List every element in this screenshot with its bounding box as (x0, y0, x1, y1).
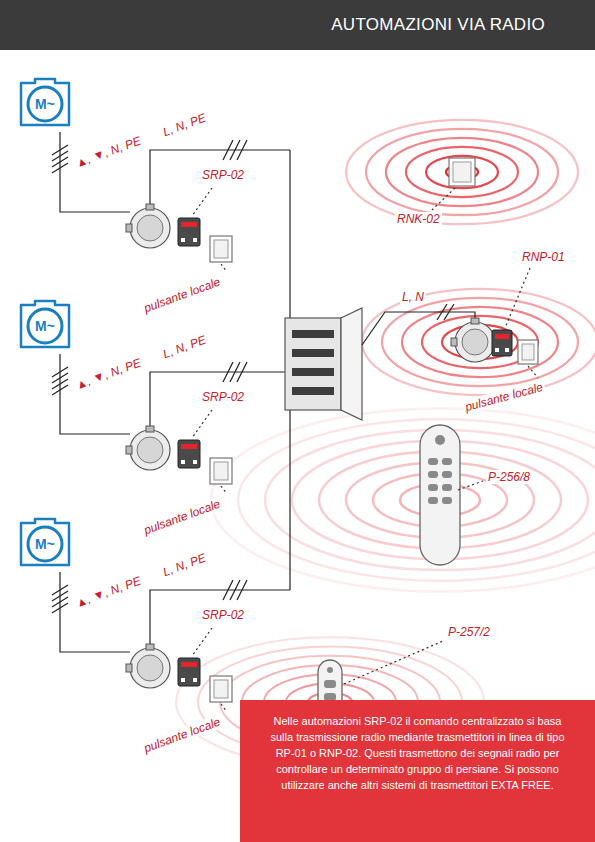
radio-waves (362, 289, 595, 395)
junction-box (126, 644, 170, 688)
motor-label: M~ (35, 536, 55, 552)
radio-ring (402, 307, 558, 377)
conductor-tick (444, 304, 454, 320)
header-band: AUTOMAZIONI VIA RADIO (0, 0, 595, 50)
conductor-tick (52, 379, 68, 389)
conductor-tick (52, 151, 68, 161)
push-button (210, 676, 232, 702)
radio-ring (442, 325, 518, 359)
part-label: SRP-02 (200, 608, 246, 622)
part-label: SRP-02 (200, 168, 246, 182)
radio-ring (406, 147, 518, 197)
push-button (210, 236, 232, 262)
leader-line (221, 704, 227, 712)
leader-line (344, 641, 443, 684)
leader-line (458, 481, 483, 490)
motor-label: M~ (35, 318, 55, 334)
leader-line (432, 188, 455, 210)
radio-module (178, 440, 200, 468)
radio-module (178, 658, 200, 686)
distribution-board (285, 308, 362, 420)
radio-ring (426, 156, 498, 188)
conductor-tick (52, 603, 68, 613)
radio-ring (422, 316, 538, 368)
leader-line (528, 366, 538, 378)
leader-line (192, 628, 212, 656)
part-label: pulsante locale (140, 274, 224, 316)
part-label: ▲, ▼, N, PE (72, 573, 145, 611)
conductor-tick (52, 367, 68, 377)
part-label: RNP-01 (520, 250, 567, 264)
motor-symbol: M~ (15, 515, 75, 571)
conductor-tick (52, 157, 68, 167)
part-label: L, N, PE (159, 110, 210, 140)
part-label: SRP-02 (200, 390, 246, 404)
conductor-tick (52, 585, 68, 595)
part-label: L, N, PE (159, 332, 210, 362)
conductor-tick (52, 591, 68, 601)
radio-ring (238, 419, 595, 581)
part-label: L, N (400, 290, 426, 304)
leader-line (192, 188, 212, 216)
wall-transmitter (432, 158, 475, 210)
motor-symbol: M~ (15, 75, 75, 131)
radio-ring (386, 138, 538, 206)
supply-wire (150, 372, 290, 430)
remote-control (420, 425, 483, 565)
radio-ring (366, 129, 558, 215)
conductor-tick (52, 145, 68, 155)
motor-group (52, 354, 290, 494)
note-text: Nelle automazioni SRP-02 il comando cent… (268, 714, 567, 794)
part-label: L, N, PE (159, 550, 210, 580)
leader-line (221, 486, 227, 494)
part-label: ▲, ▼, N, PE (72, 355, 145, 393)
transmitter-group (362, 268, 538, 378)
part-label: ▲, ▼, N, PE (72, 133, 145, 171)
leader-line (505, 268, 530, 328)
push-button (210, 458, 232, 484)
conductor-tick (52, 385, 68, 395)
motor-group (52, 572, 290, 712)
leader-line (192, 410, 212, 438)
conductor-tick (237, 362, 247, 382)
radio-ring (346, 120, 578, 224)
radio-ring (211, 408, 595, 591)
note-box: Nelle automazioni SRP-02 il comando cent… (240, 700, 595, 842)
radio-waves (211, 408, 595, 591)
conductor-tick (237, 580, 247, 600)
supply-wire (150, 150, 290, 208)
motor-symbol: M~ (15, 297, 75, 353)
conductor-tick (237, 140, 247, 160)
conductor-tick (52, 373, 68, 383)
radio-module (492, 330, 512, 356)
page-title: AUTOMAZIONI VIA RADIO (331, 15, 545, 35)
radio-waves (346, 120, 578, 224)
part-label: P-257/2 (446, 625, 492, 639)
radio-ring (362, 289, 595, 395)
conductor-tick (52, 597, 68, 607)
push-button (518, 340, 538, 364)
junction-box (451, 318, 495, 362)
radio-ring (382, 298, 578, 386)
part-label: P-256/8 (486, 470, 532, 484)
junction-box (126, 204, 170, 248)
supply-wire (150, 590, 290, 648)
part-label: pulsante locale (140, 496, 224, 538)
leader-line (221, 264, 227, 272)
conductor-tick (52, 163, 68, 173)
motor-group (52, 132, 290, 272)
push-button (449, 158, 475, 186)
junction-box (126, 426, 170, 470)
part-label: RNK-02 (395, 212, 442, 226)
motor-label: M~ (35, 96, 55, 112)
radio-module (178, 218, 200, 246)
